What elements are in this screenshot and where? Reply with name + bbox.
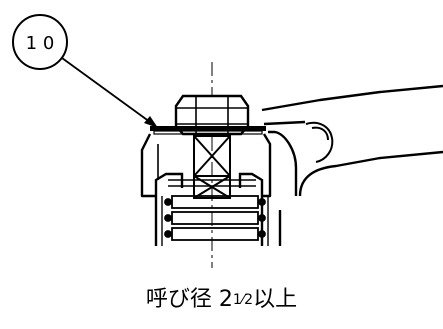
caption-prefix: 呼び径 2 <box>145 287 233 312</box>
lower-body-walls <box>154 196 282 246</box>
caption: 呼び径 21⁄2以上 <box>0 281 443 313</box>
caption-suffix: 以上 <box>253 287 298 312</box>
lever-handle <box>261 84 443 197</box>
callout-circle <box>12 14 68 70</box>
leader-arrowhead <box>144 116 158 128</box>
seal-housing <box>154 172 264 196</box>
leader-line <box>61 57 158 128</box>
callout-balloon: 1 0 <box>12 14 68 70</box>
callout-number: 1 0 <box>26 33 55 54</box>
fitting-cross-section-drawing: 1 0 <box>12 14 443 268</box>
packing-rings <box>164 195 266 241</box>
washer-part-10 <box>150 126 266 135</box>
valve-body <box>140 133 272 198</box>
caption-fraction: 1⁄2 <box>232 292 254 308</box>
lever-rib-detail <box>305 121 334 163</box>
